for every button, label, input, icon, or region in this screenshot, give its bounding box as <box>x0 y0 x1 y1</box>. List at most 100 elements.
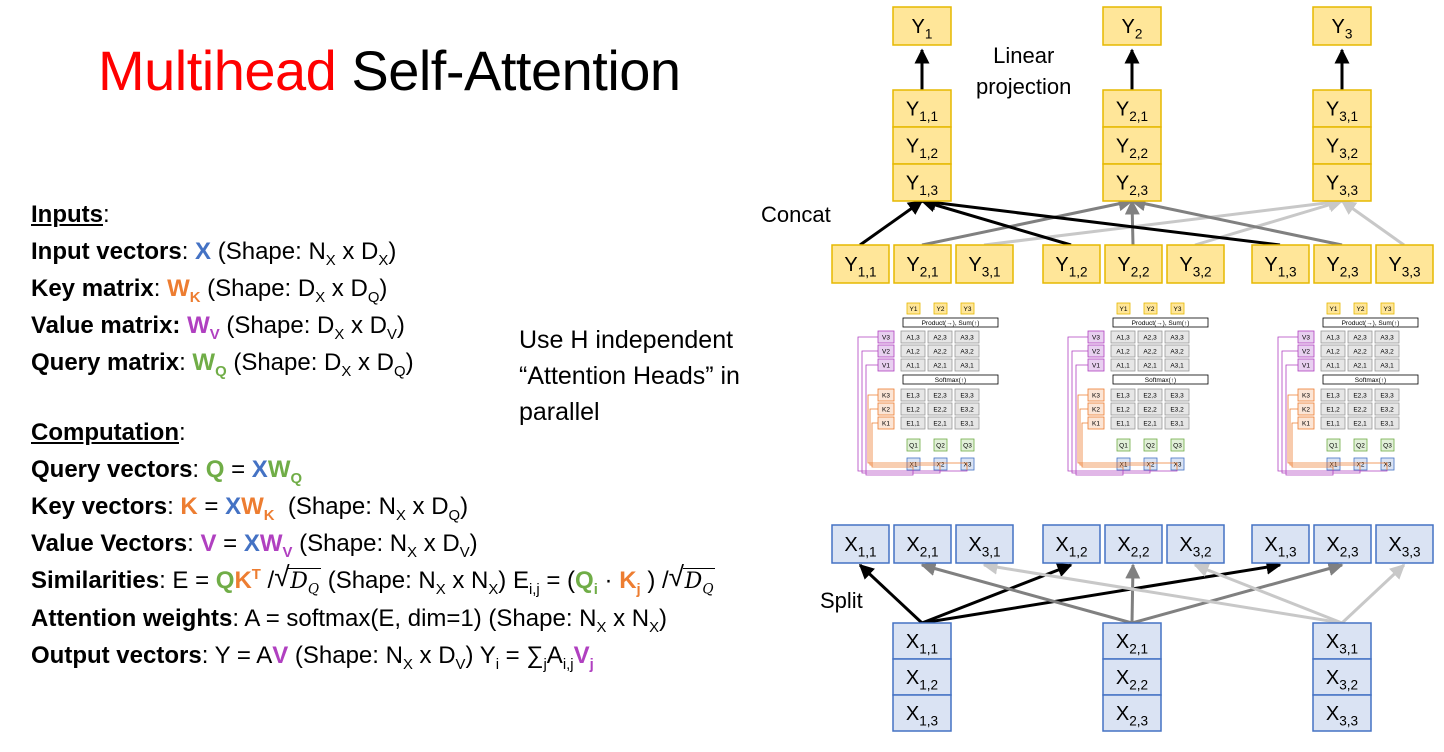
mini-k-box: K3 <box>1297 388 1315 402</box>
svg-text:X3,1: X3,1 <box>968 534 1000 560</box>
svg-text:X1: X1 <box>1330 462 1338 469</box>
mini-y-box: Y3 <box>1170 302 1185 315</box>
concat-arrow <box>1194 197 1344 247</box>
svg-text:A2,3: A2,3 <box>1143 335 1157 342</box>
svg-text:E3,3: E3,3 <box>1170 393 1184 400</box>
svg-text:X1,1: X1,1 <box>844 534 876 560</box>
head-input-box: X2,2 <box>1104 524 1163 564</box>
svg-text:Q2: Q2 <box>1146 443 1155 450</box>
svg-text:A2,2: A2,2 <box>1143 349 1157 356</box>
concat-arrow <box>1124 199 1140 246</box>
mini-e-cell: E1,2 <box>900 402 926 416</box>
svg-text:A3,1: A3,1 <box>1380 363 1394 370</box>
concat-label: Concat <box>761 202 831 227</box>
svg-text:E1,2: E1,2 <box>1116 407 1130 414</box>
mini-a-cell: A2,1 <box>927 358 953 372</box>
svg-text:E3,3: E3,3 <box>960 393 974 400</box>
mini-e-cell: E3,1 <box>1164 416 1190 430</box>
svg-text:Y2,1: Y2,1 <box>1116 99 1148 125</box>
svg-text:X3,1: X3,1 <box>1326 631 1358 657</box>
mini-k-box: K1 <box>1087 416 1105 430</box>
key-matrix-line: Key matrix: WK (Shape: DX x DQ) <box>31 275 388 306</box>
concat-arrow <box>920 195 1281 247</box>
concat-arrow <box>983 195 1344 247</box>
mini-a-cell: A1,2 <box>1320 344 1346 358</box>
svg-text:Q1: Q1 <box>1329 443 1338 450</box>
mini-v-box: V3 <box>877 330 895 344</box>
svg-text:Y2: Y2 <box>1357 306 1365 313</box>
mini-y-box: Y1 <box>906 302 921 315</box>
svg-text:A1,1: A1,1 <box>906 363 920 370</box>
mini-a-cell: A1,3 <box>1320 330 1346 344</box>
mini-a-cell: A1,1 <box>1110 358 1136 372</box>
svg-text:X1: X1 <box>1120 462 1128 469</box>
svg-text:X1,1: X1,1 <box>906 631 938 657</box>
concat-arrow <box>1340 199 1405 247</box>
svg-text:X1,2: X1,2 <box>1055 534 1087 560</box>
svg-text:Q1: Q1 <box>909 443 918 450</box>
svg-text:A2,1: A2,1 <box>1143 363 1157 370</box>
svg-text:Y2: Y2 <box>1147 306 1155 313</box>
concat-arrow <box>921 196 1134 247</box>
mini-e-cell: E1,3 <box>900 388 926 402</box>
svg-text:X2,2: X2,2 <box>1116 667 1148 693</box>
mini-e-cell: E3,2 <box>1374 402 1400 416</box>
svg-text:Y3,3: Y3,3 <box>1326 173 1358 199</box>
mini-y-box: Y2 <box>933 302 948 315</box>
mini-v-box: V2 <box>877 344 895 358</box>
sqrt-dq-2: √DQ <box>668 561 716 598</box>
query-matrix-line: Query matrix: WQ (Shape: DX x DQ) <box>31 349 414 380</box>
similarities-line: Similarities: E = QKT /√DQ (Shape: NX x … <box>31 561 716 600</box>
concat-box: Y2,3 <box>1102 163 1162 202</box>
svg-text:A2,1: A2,1 <box>933 363 947 370</box>
svg-text:Y1: Y1 <box>910 306 918 313</box>
svg-text:E1,1: E1,1 <box>1326 421 1340 428</box>
svg-text:Q3: Q3 <box>963 443 972 450</box>
svg-text:V2: V2 <box>1092 349 1100 356</box>
mini-e-cell: E3,3 <box>1374 388 1400 402</box>
mini-e-cell: E1,2 <box>1110 402 1136 416</box>
svg-text:Y1: Y1 <box>912 16 933 42</box>
side-note: Use H independent “Attention Heads” in p… <box>519 326 740 426</box>
mini-v-box: V1 <box>1087 358 1105 372</box>
svg-text:E2,2: E2,2 <box>1353 407 1367 414</box>
split-arrow <box>921 562 1073 625</box>
input-box: X3,3 <box>1312 694 1372 732</box>
svg-text:A2,3: A2,3 <box>933 335 947 342</box>
title-rest: Self-Attention <box>336 39 681 102</box>
mini-a-cell: A2,1 <box>1137 358 1163 372</box>
mini-softmax-label: Softmax(↑) <box>1112 374 1209 385</box>
svg-text:A3,1: A3,1 <box>1170 363 1184 370</box>
svg-text:V2: V2 <box>1302 349 1310 356</box>
mini-e-cell: E1,3 <box>1320 388 1346 402</box>
split-arrow <box>1125 563 1141 624</box>
mini-e-cell: E2,3 <box>1137 388 1163 402</box>
concat-box: Y2,2 <box>1102 126 1162 165</box>
svg-text:X3,3: X3,3 <box>1388 534 1420 560</box>
svg-text:Y1,1: Y1,1 <box>844 254 876 280</box>
svg-text:E1,3: E1,3 <box>906 393 920 400</box>
mini-v-box: V2 <box>1297 344 1315 358</box>
mini-x-box: X2 <box>1353 457 1368 471</box>
svg-text:Y1,1: Y1,1 <box>906 99 938 125</box>
svg-text:A3,3: A3,3 <box>960 335 974 342</box>
mini-q-box: Q3 <box>1170 438 1185 452</box>
inputs-heading: Inputs <box>31 201 103 228</box>
mini-a-cell: A1,1 <box>1320 358 1346 372</box>
head-output-box: Y1,1 <box>831 244 890 284</box>
svg-text:V2: V2 <box>882 349 890 356</box>
svg-text:A3,2: A3,2 <box>960 349 974 356</box>
svg-text:K1: K1 <box>882 421 890 428</box>
mini-a-cell: A3,1 <box>954 358 980 372</box>
mini-e-cell: E3,1 <box>1374 416 1400 430</box>
mini-e-cell: E2,2 <box>1347 402 1373 416</box>
svg-text:Y3,2: Y3,2 <box>1326 136 1358 162</box>
svg-text:Y3,2: Y3,2 <box>1179 254 1211 280</box>
mini-q-box: Q2 <box>933 438 948 452</box>
key-vectors-line: Key vectors: K = XWK (Shape: NX x DQ) <box>31 493 469 524</box>
head-output-box: Y3,1 <box>955 244 1014 284</box>
concat-arrow <box>859 199 924 247</box>
mini-e-cell: E3,1 <box>954 416 980 430</box>
